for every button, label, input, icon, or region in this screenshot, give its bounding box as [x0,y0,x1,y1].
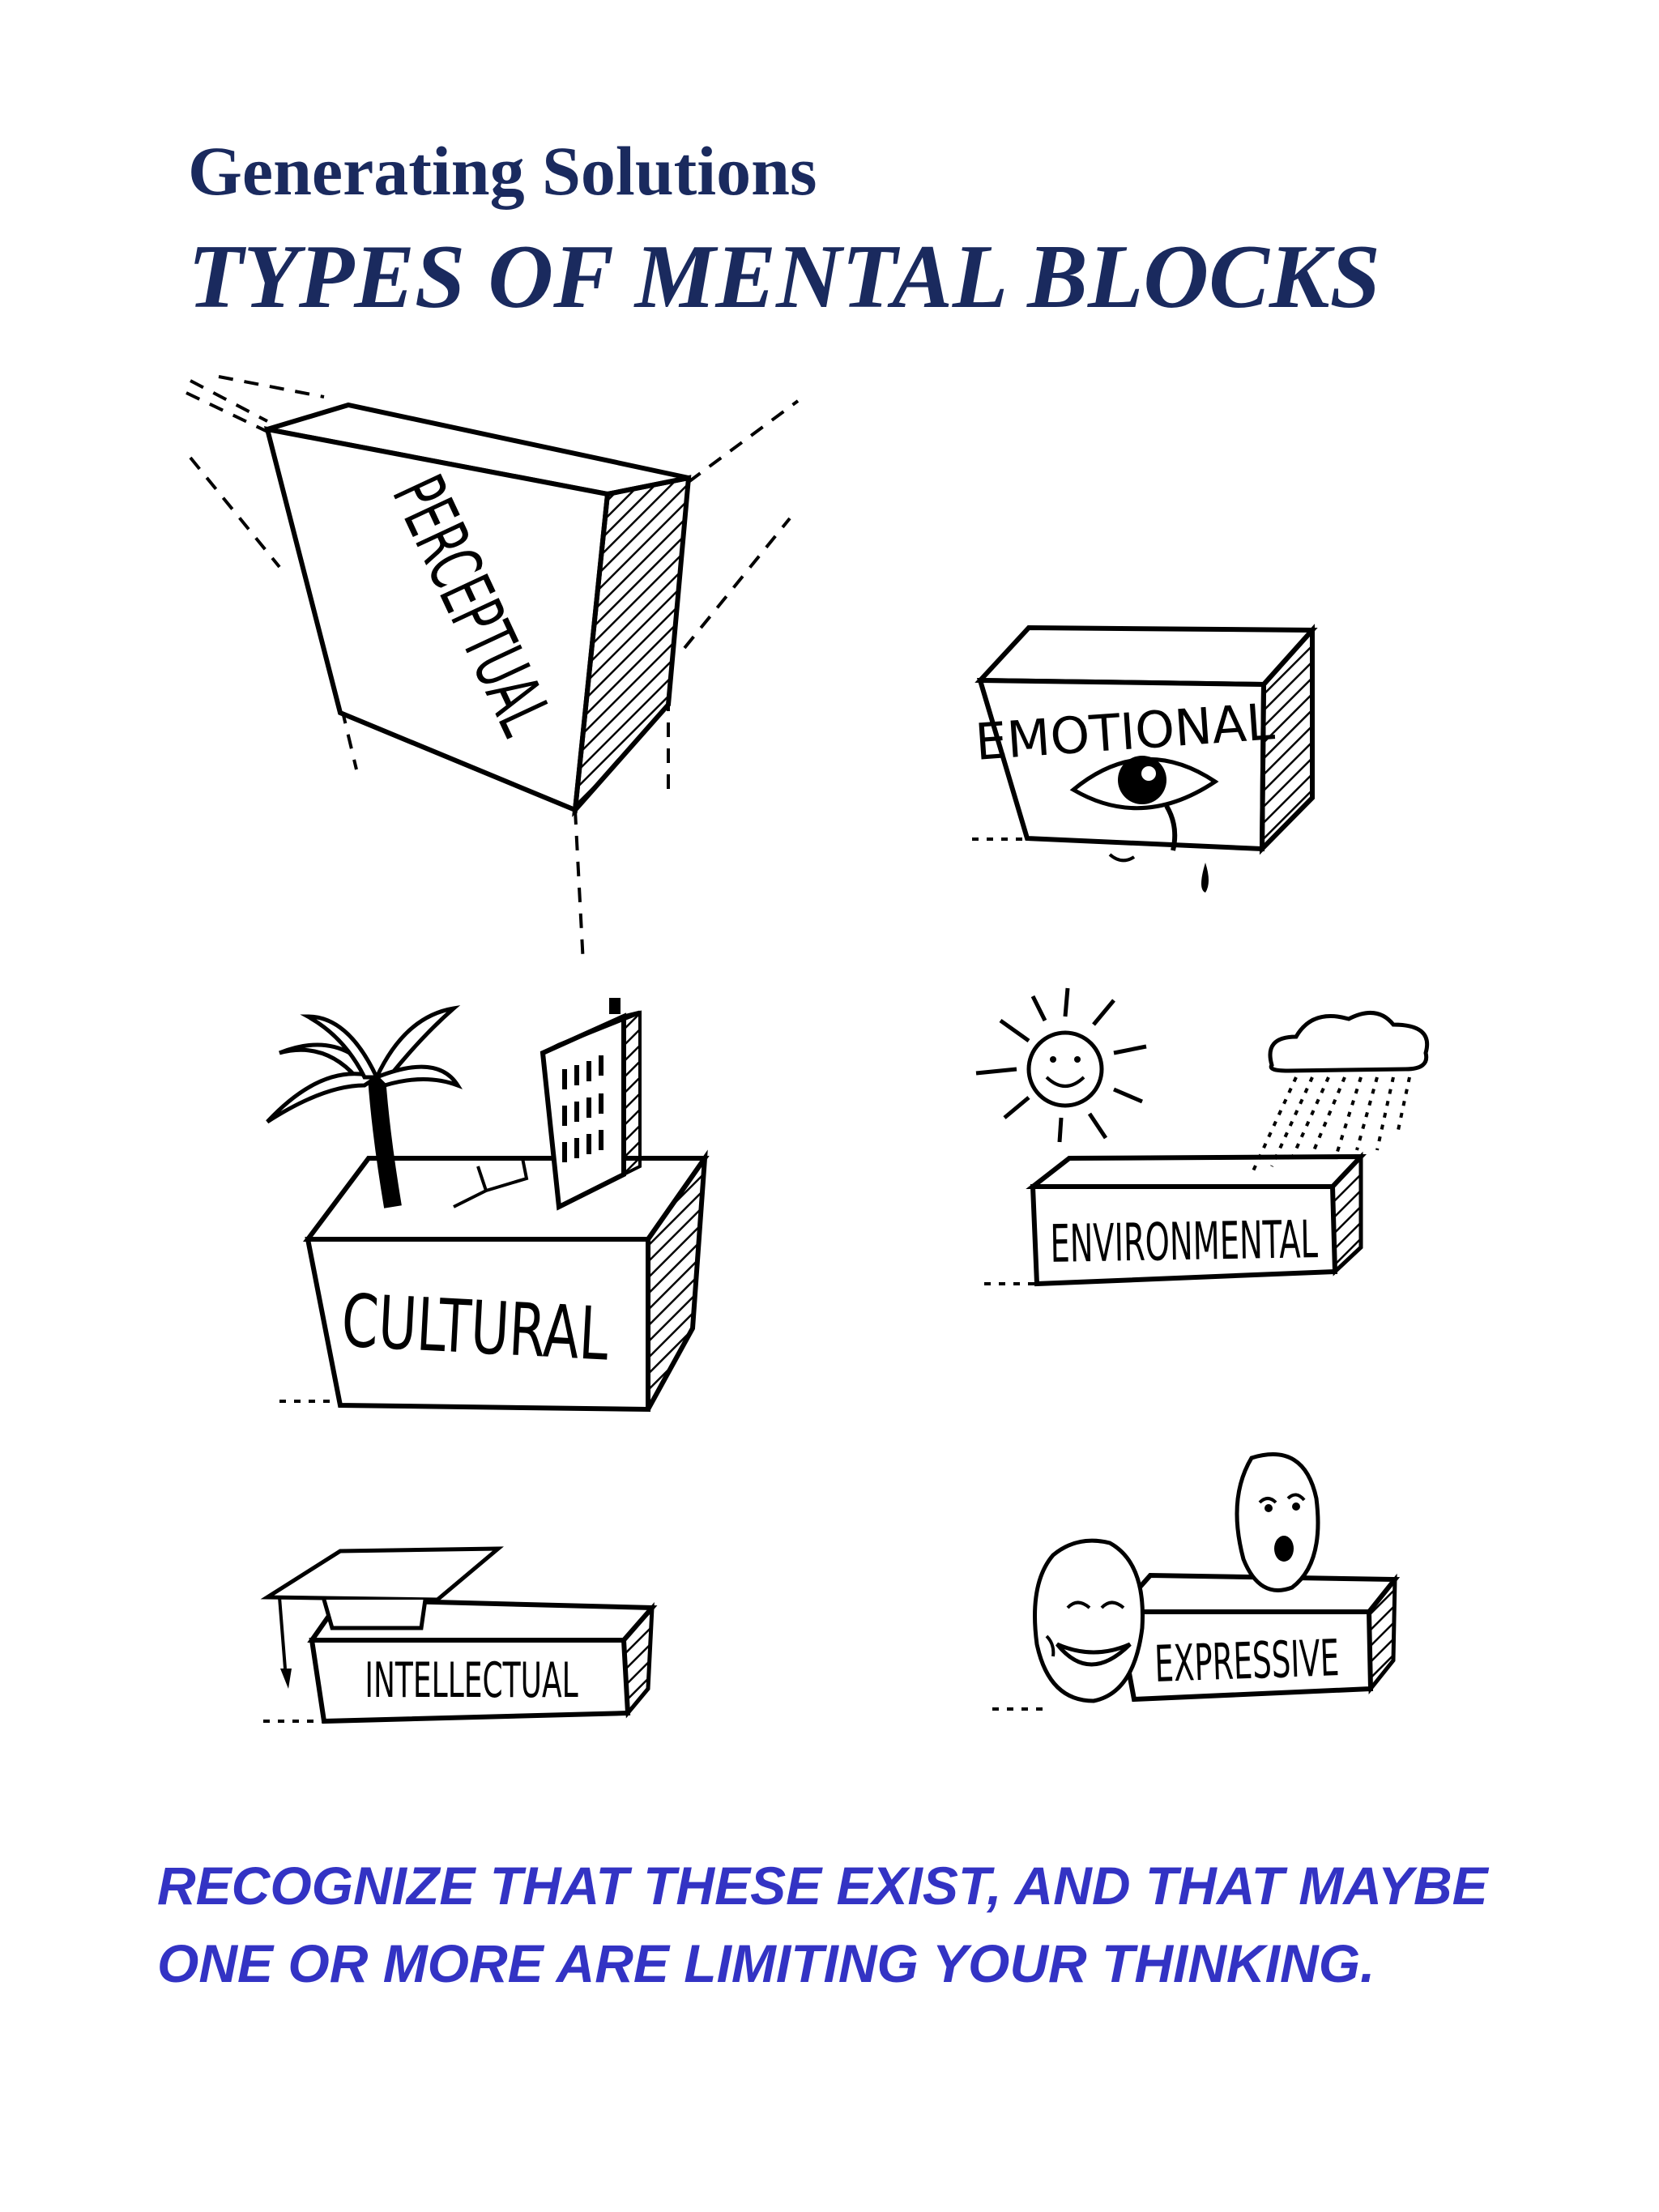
page-title: TYPES OF MENTAL BLOCKS [188,227,1380,327]
happy-mask-icon [1033,1538,1145,1703]
office-building-icon [539,998,642,1211]
intellectual-block: INTELLECTUAL [260,1546,658,1724]
subtitle: Generating Solutions [188,132,817,210]
emotional-block: EMOTIONAL [972,624,1318,893]
perceptual-block: PERCEPTUAL [186,375,800,965]
intellectual-label: INTELLECTUAL [365,1652,578,1708]
environmental-block: ENVIRONMENTAL [975,987,1429,1287]
sun-icon [975,987,1147,1143]
cultural-label: CULTURAL [339,1279,611,1378]
cultural-block: CULTURAL [266,998,710,1413]
expressive-block: EXPRESSIVE [992,1452,1401,1711]
environmental-label: ENVIRONMENTAL [1050,1210,1319,1275]
sad-mask-icon [1235,1452,1320,1592]
footer-message: RECOGNIZE THAT THESE EXIST, AND THAT MAY… [157,1856,1488,1994]
rain-cloud-icon [1250,1010,1429,1175]
expressive-label: EXPRESSIVE [1154,1630,1340,1694]
palm-tree-icon [266,1005,463,1208]
graduation-cap-icon [260,1546,504,1689]
crying-eye-icon [972,756,1219,893]
